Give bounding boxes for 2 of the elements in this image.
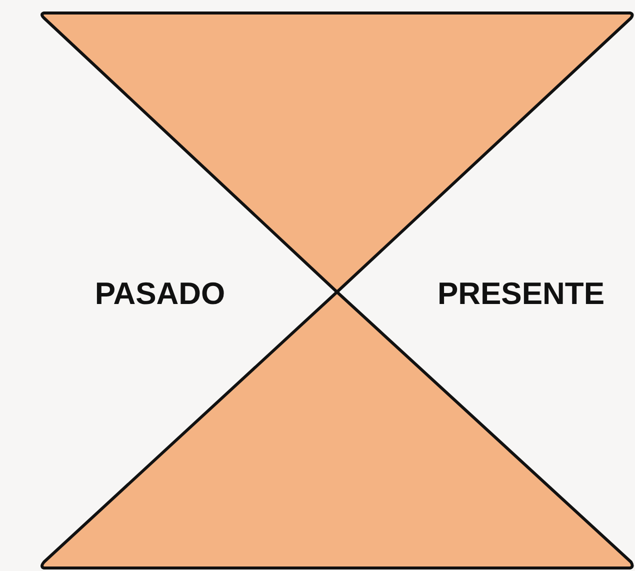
- time-label: PRESENTE: [437, 276, 605, 312]
- time-label: PASADO: [94, 276, 226, 312]
